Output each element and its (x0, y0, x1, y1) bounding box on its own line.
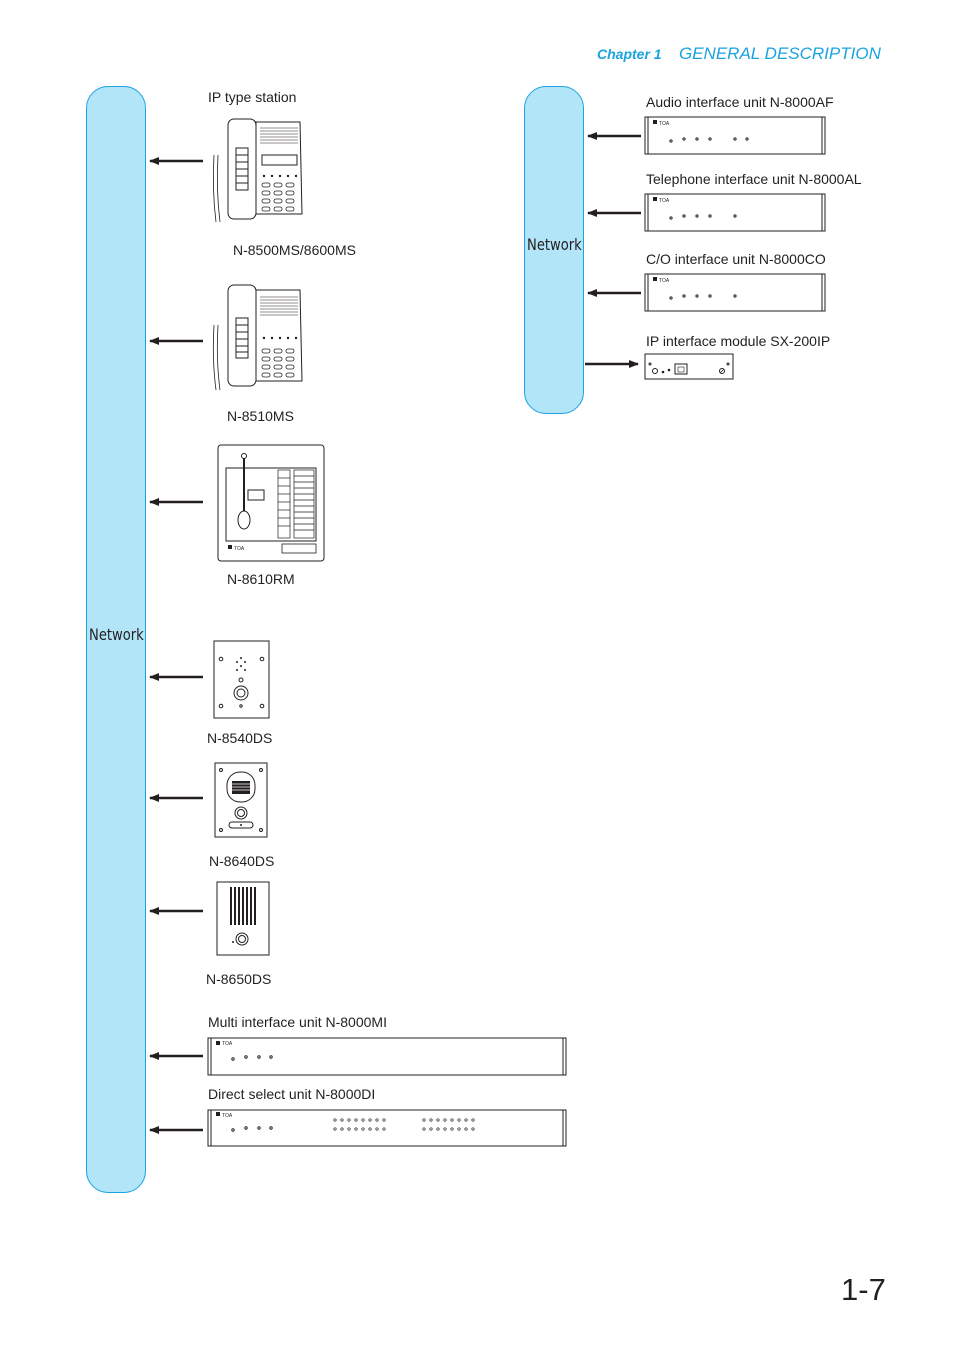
ip-station-group-title: IP type station (208, 89, 297, 105)
n8510-label: N-8510MS (227, 408, 294, 424)
n8640-door-station-drawing (214, 762, 268, 838)
n8650-label: N-8650DS (206, 971, 272, 987)
di-brand: TOA (222, 1113, 233, 1119)
n8000al-unit-drawing: TOA (644, 193, 826, 232)
n8650-door-station-drawing (216, 881, 270, 956)
af-brand: TOA (659, 121, 670, 127)
co-brand: TOA (659, 278, 670, 284)
n8610-label: N-8610RM (227, 571, 295, 587)
n8000mi-label: Multi interface unit N-8000MI (208, 1014, 387, 1030)
n8000al-label: Telephone interface unit N-8000AL (646, 171, 862, 187)
network-label-left: Network (89, 625, 144, 644)
n8500-label: N-8500MS/8600MS (233, 242, 356, 258)
chapter-label: Chapter 1 (597, 46, 662, 62)
n8500-station-drawing (212, 118, 303, 223)
n8510-station-drawing (212, 284, 303, 391)
mi-brand: TOA (222, 1041, 233, 1047)
n8000co-label: C/O interface unit N-8000CO (646, 251, 826, 267)
n8000co-unit-drawing: TOA (644, 273, 826, 312)
network-bar-left (86, 86, 146, 1193)
section-title: GENERAL DESCRIPTION (679, 44, 881, 63)
n8000af-unit-drawing: TOA (644, 116, 826, 155)
n8000di-unit-drawing: TOA (207, 1109, 567, 1147)
network-bar-right (524, 86, 584, 414)
al-brand: TOA (659, 198, 670, 204)
n8540-label: N-8540DS (207, 730, 273, 746)
n8000mi-unit-drawing: TOA (207, 1037, 567, 1076)
page-number: 1-7 (841, 1272, 886, 1307)
n8610-brand: TOA (234, 546, 245, 552)
n8640-label: N-8640DS (209, 853, 275, 869)
n8000di-label: Direct select unit N-8000DI (208, 1086, 376, 1102)
n8000af-label: Audio interface unit N-8000AF (646, 94, 834, 110)
sx200ip-label: IP interface module SX-200IP (646, 333, 831, 349)
sx200ip-module-drawing (644, 353, 734, 380)
network-label-right: Network (527, 235, 582, 254)
n8610-console-drawing: TOA (217, 444, 325, 562)
n8540-door-station-drawing (213, 640, 270, 719)
